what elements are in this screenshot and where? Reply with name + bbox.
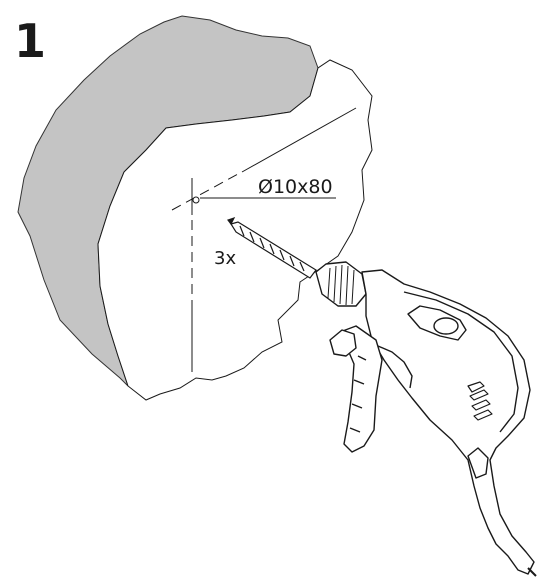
power-drill-icon xyxy=(315,261,537,577)
side-handle-knob xyxy=(329,329,357,357)
marking-lines xyxy=(171,107,357,372)
wall-slab-icon xyxy=(17,15,373,401)
diagonal-guide-line xyxy=(241,107,357,173)
bit-flutes xyxy=(239,225,305,272)
hole-spec-label: Ø10x80 xyxy=(258,176,333,198)
drill-bit-icon xyxy=(227,216,317,279)
diagonal-guide-line-dashed xyxy=(171,173,239,211)
step-number: 1 xyxy=(14,14,47,68)
bit-tip xyxy=(227,216,236,226)
switch-button xyxy=(433,317,459,335)
drill-body xyxy=(361,269,535,575)
motor-housing xyxy=(403,291,519,433)
trigger xyxy=(467,447,489,479)
vent-slots xyxy=(467,381,493,421)
hole-mark xyxy=(192,196,200,204)
hole-count-label: 3x xyxy=(214,248,236,269)
bit-body xyxy=(230,221,317,279)
side-handle-grip xyxy=(349,355,367,433)
side-handle xyxy=(339,325,383,453)
collar-ring xyxy=(377,345,413,389)
power-cord xyxy=(527,567,537,577)
chuck-grip-ridges xyxy=(327,264,355,306)
